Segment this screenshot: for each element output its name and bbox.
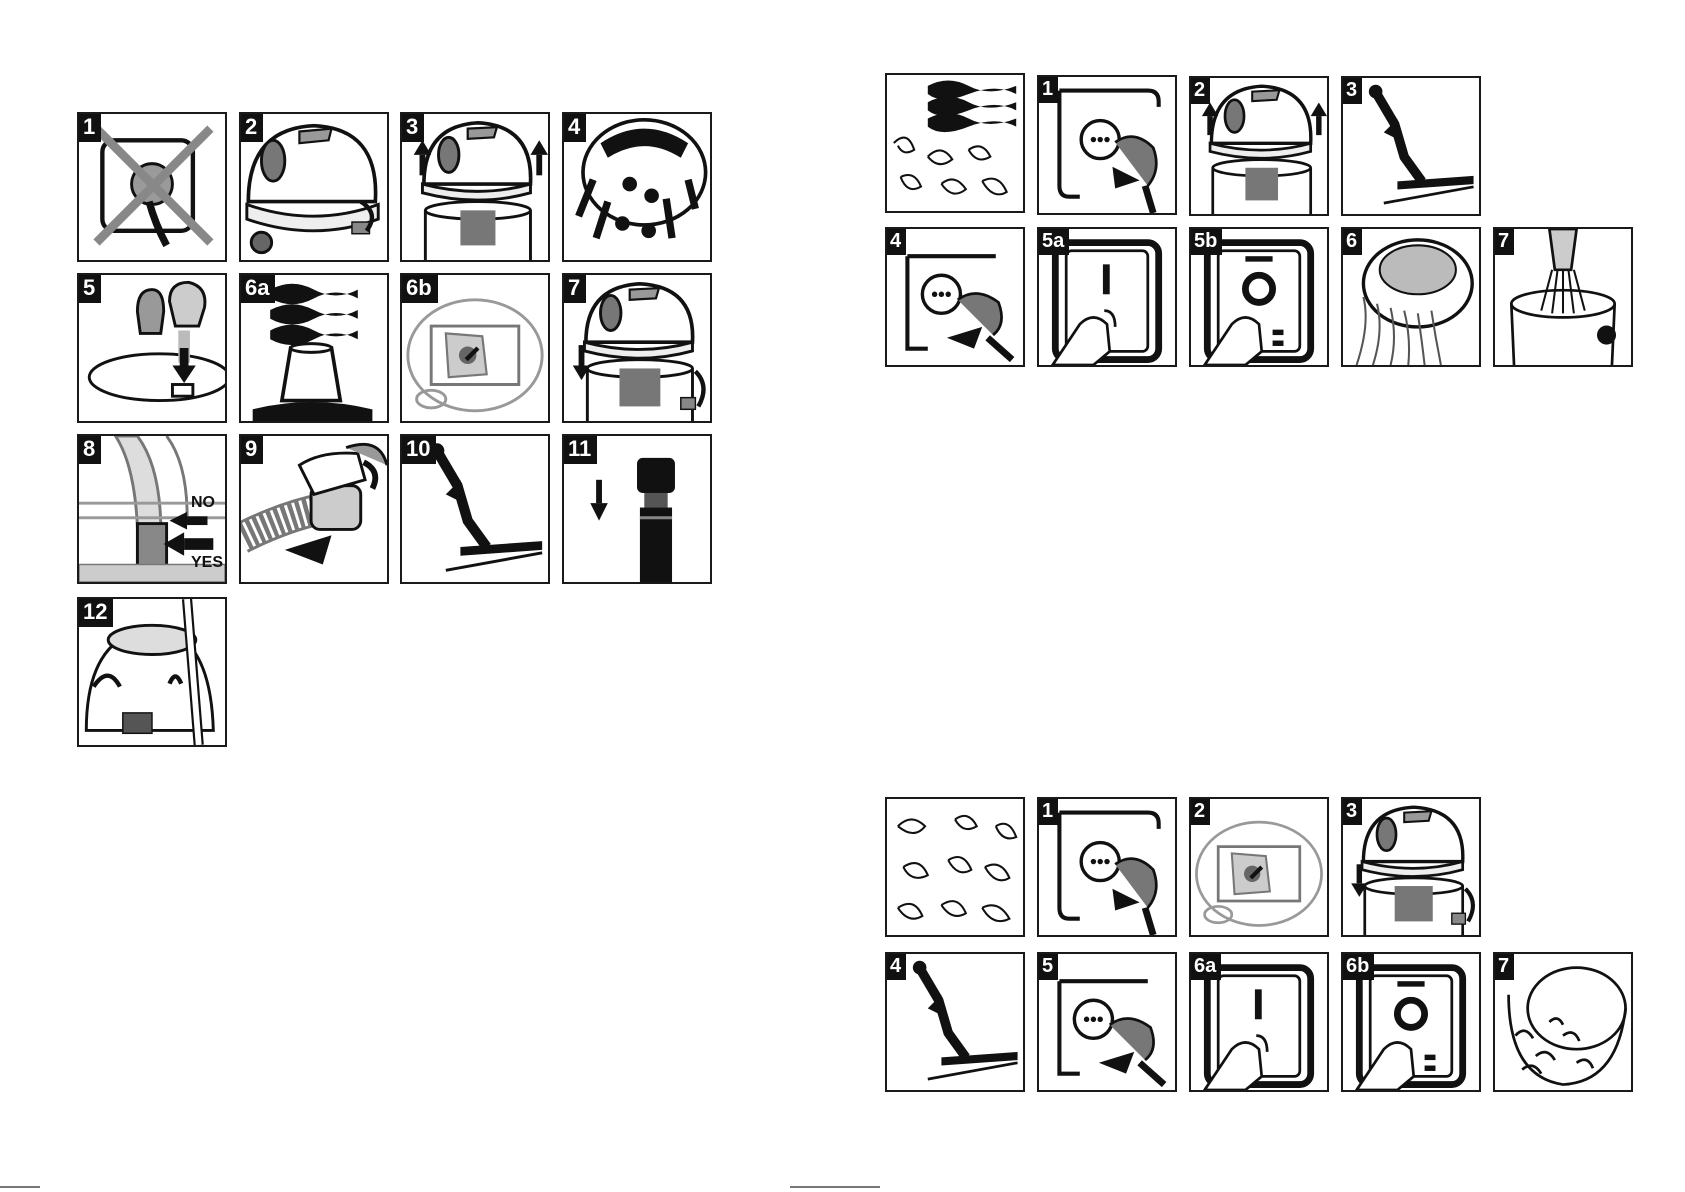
step-number-badge: 5b (1191, 229, 1222, 255)
step-number-badge: 6a (241, 275, 275, 303)
step-number-badge: 4 (887, 954, 906, 980)
step-number-badge: 12 (79, 599, 113, 627)
left-step-panel: 6a (239, 273, 389, 423)
right-bottom-step-panel: 1 (1037, 797, 1177, 937)
step-number-badge: 3 (1343, 799, 1362, 825)
step-number-badge: 5 (79, 275, 101, 303)
full-tank-illustration (1495, 954, 1631, 1090)
step-number-badge: 2 (241, 114, 263, 142)
right-top-step-panel: 6 (1341, 227, 1481, 367)
right-bottom-step-panel (885, 797, 1025, 937)
dry-dust-illustration (887, 799, 1023, 935)
left-step-panel: 2 (239, 112, 389, 262)
step-number-badge: 6b (1343, 954, 1374, 980)
step-number-badge: 9 (241, 436, 263, 464)
step-number-badge: 3 (1343, 78, 1362, 104)
left-step-panel: 10 (400, 434, 550, 584)
step-number-badge: 5a (1039, 229, 1069, 255)
left-step-panel: 6b (400, 273, 550, 423)
wand-floor-illustration (887, 954, 1023, 1090)
left-step-panel: 1 (77, 112, 227, 262)
socket-plug-illustration (1039, 954, 1175, 1090)
step-number-badge: 6b (402, 275, 438, 303)
head-lift-illustration (1191, 78, 1327, 214)
bag-install-illustration (1191, 799, 1327, 935)
right-bottom-step-panel: 6b (1341, 952, 1481, 1092)
step-number-badge: 7 (1495, 954, 1514, 980)
step-number-badge: 3 (402, 114, 424, 142)
socket-unplug-illustration (1039, 77, 1175, 213)
step-number-badge: 2 (1191, 799, 1210, 825)
right-top-step-panel: 2 (1189, 76, 1329, 216)
step8-no-label: NO (191, 494, 215, 512)
water-dust-illustration (887, 75, 1023, 211)
left-step-panel: 7 (562, 273, 712, 423)
right-top-step-panel: 5b (1189, 227, 1329, 367)
right-bottom-step-panel: 7 (1493, 952, 1633, 1092)
step-number-badge: 4 (887, 229, 906, 255)
step-number-badge: 8 (79, 436, 101, 464)
step-number-badge: 10 (402, 436, 436, 464)
empty-tank-illustration (1343, 229, 1479, 365)
left-step-panel: 9 (239, 434, 389, 584)
right-bottom-step-panel: 4 (885, 952, 1025, 1092)
right-bottom-step-panel: 2 (1189, 797, 1329, 937)
step-number-badge: 6 (1343, 229, 1362, 255)
right-top-step-panel: 7 (1493, 227, 1633, 367)
step-number-badge: 1 (1039, 799, 1058, 825)
left-step-panel: 4 (562, 112, 712, 262)
left-step-panel: 5 (77, 273, 227, 423)
left-step-panel: 11 (562, 434, 712, 584)
right-top-step-panel: 1 (1037, 75, 1177, 215)
brush-clean-illustration (1495, 229, 1631, 365)
socket-unplug-illustration (1039, 799, 1175, 935)
left-step-panel: 12 (77, 597, 227, 747)
right-bottom-step-panel: 6a (1189, 952, 1329, 1092)
footer-rule-left (0, 1186, 40, 1188)
step8-yes-label: YES (191, 554, 223, 572)
step-number-badge: 1 (1039, 77, 1058, 103)
right-bottom-step-panel: 3 (1341, 797, 1481, 937)
step-number-badge: 2 (1191, 78, 1210, 104)
footer-rule-right (790, 1186, 880, 1188)
right-top-step-panel (885, 73, 1025, 213)
right-top-step-panel: 5a (1037, 227, 1177, 367)
step-number-badge: 1 (79, 114, 101, 142)
step-number-badge: 7 (564, 275, 586, 303)
step-number-badge: 5 (1039, 954, 1058, 980)
step-number-badge: 7 (1495, 229, 1514, 255)
right-top-step-panel: 3 (1341, 76, 1481, 216)
step-number-badge: 4 (564, 114, 586, 142)
socket-plug-illustration (887, 229, 1023, 365)
right-top-step-panel: 4 (885, 227, 1025, 367)
left-step-panel: 3 (400, 112, 550, 262)
right-bottom-step-panel: 5 (1037, 952, 1177, 1092)
head-lower-illustration (1343, 799, 1479, 935)
step-number-badge: 11 (564, 436, 597, 464)
step-number-badge: 6a (1191, 954, 1221, 980)
wand-floor-illustration (1343, 78, 1479, 214)
